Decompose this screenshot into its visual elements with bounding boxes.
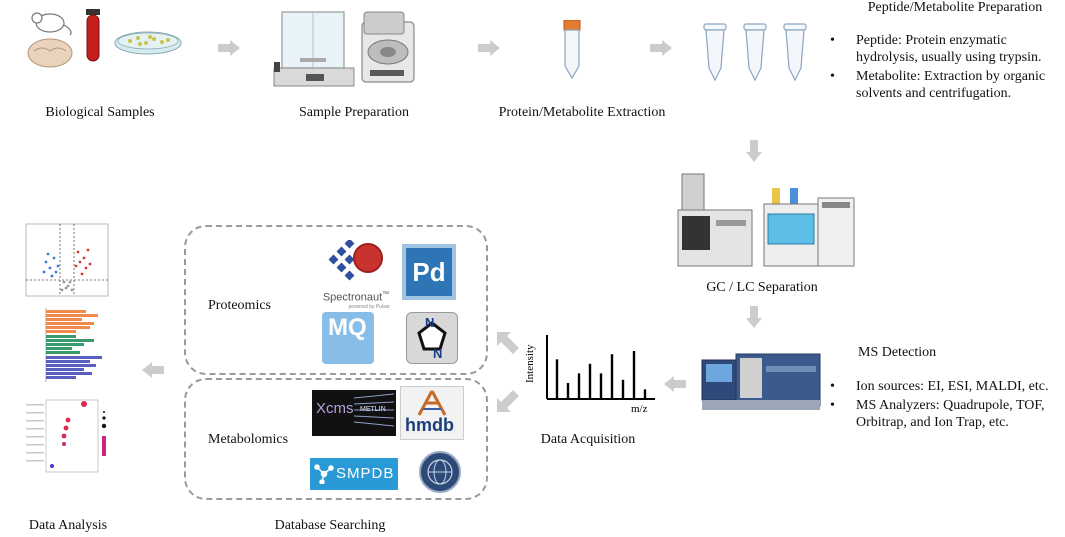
hmdb-text: hmdb <box>405 415 454 435</box>
microtubes-icon <box>703 23 807 82</box>
spectrum-ylabel: Intensity <box>525 344 536 383</box>
go-bars-bp <box>46 310 98 333</box>
xcms-text: Xcms <box>316 400 354 417</box>
maxquant-logo: MQ <box>322 312 374 364</box>
smpdb-text: SMPDB <box>336 465 395 482</box>
prep-panel-title: Peptide/Metabolite Preparation <box>867 0 1043 15</box>
pd-text: Pd <box>406 248 452 296</box>
spectronaut-logo: Spectronaut™ powered by Pulsar <box>316 238 396 310</box>
blood-tube-icon <box>86 9 100 62</box>
mouse-icon <box>31 12 72 36</box>
gc-instrument-icon <box>677 173 753 267</box>
arrow-left-icon <box>664 376 686 392</box>
step-label-ms-detection: MS Detection <box>858 345 937 360</box>
globe-database-logo <box>419 451 461 493</box>
arrow-up-left-icon <box>497 332 519 354</box>
ms-panel-bullets: •Ion sources: EI, ESI, MALDI, etc. •MS A… <box>830 378 1060 433</box>
proteomics-label: Proteomics <box>208 298 271 313</box>
step-label-data-acquisition: Data Acquisition <box>540 432 636 447</box>
spectronaut-subtitle: powered by Pulsar <box>348 303 390 310</box>
mass-spectrometer-illustration <box>701 353 821 410</box>
sample-preparation-illustration <box>273 11 415 87</box>
metlin-stripes-icon <box>354 393 394 427</box>
spectronaut-wordmark: Spectronaut™ <box>316 289 396 304</box>
arrow-left-icon <box>142 362 164 378</box>
step-label-extraction: Protein/Metabolite Extraction <box>498 105 666 120</box>
falcon-tube-icon <box>563 20 581 80</box>
volcano-up-points <box>74 248 92 276</box>
step-label-gc-lc: GC / LC Separation <box>706 280 818 295</box>
hmdb-figure-icon <box>417 390 447 416</box>
hmdb-logo: hmdb <box>400 386 464 440</box>
spectronaut-tm: ™ <box>382 291 390 298</box>
metabolomics-label: Metabolomics <box>208 432 289 447</box>
prep-bullet-text: Metabolite: Extraction by organic solven… <box>856 69 1046 101</box>
ms-bullet-text: MS Analyzers: Quadrupole, TOF, Orbitrap,… <box>856 398 1045 430</box>
go-barchart-thumbnail <box>45 308 102 382</box>
network-icon <box>314 464 334 484</box>
go-bars-mf <box>46 356 102 379</box>
n-letter-top: N <box>425 315 435 330</box>
proteomics-group <box>184 225 488 375</box>
step-label-sample-preparation: Sample Preparation <box>298 105 410 120</box>
volcano-down-points <box>42 252 60 278</box>
imidazole-logo: N N <box>406 312 458 364</box>
arrow-right-icon <box>478 40 500 56</box>
ms-bullet-text: Ion sources: EI, ESI, MALDI, etc. <box>856 379 1049 394</box>
arrow-down-left-icon <box>497 390 519 412</box>
prep-bullet-metabolite: •Metabolite: Extraction by organic solve… <box>830 68 1060 102</box>
centrifuge-icon <box>361 11 415 83</box>
bubble-points <box>50 401 87 468</box>
smpdb-logo: SMPDB <box>310 458 398 490</box>
ms-bullet-ion-sources: •Ion sources: EI, ESI, MALDI, etc. <box>830 379 1049 394</box>
volcano-plot-thumbnail <box>25 223 109 297</box>
proteome-discoverer-logo: Pd <box>402 244 456 300</box>
bubble-plot-thumbnail <box>26 399 107 473</box>
prep-panel-bullets: •Peptide: Protein enzymatic hydrolysis, … <box>830 32 1060 104</box>
step-label-database-searching: Database Searching <box>274 518 386 533</box>
mass-spectrum-plot: Intensity m/z <box>525 335 655 415</box>
step-label-biological-samples: Biological Samples <box>45 105 155 120</box>
biological-samples-illustration <box>27 9 182 68</box>
brain-icon <box>27 38 73 68</box>
prep-bullet-text: Peptide: Protein enzymatic hydrolysis, u… <box>856 33 1042 65</box>
xcms-metlin-logo: Xcms METLIN <box>312 390 396 436</box>
mq-text: MQ <box>328 314 367 341</box>
arrow-down-icon <box>746 306 762 328</box>
lc-instrument-icon <box>763 188 855 267</box>
arrow-right-icon <box>650 40 672 56</box>
arrow-right-icon <box>218 40 240 56</box>
spectronaut-mark-icon <box>328 238 383 281</box>
imidazole-ring-icon <box>417 321 447 351</box>
spectronaut-name: Spectronaut <box>322 291 383 304</box>
prep-bullet-peptide: •Peptide: Protein enzymatic hydrolysis, … <box>830 32 1060 66</box>
spectrum-peaks <box>555 351 647 399</box>
metabolomics-group <box>184 378 488 500</box>
step-label-data-analysis: Data Analysis <box>28 518 108 533</box>
metlin-text: METLIN <box>360 406 386 413</box>
go-bars-cc <box>46 335 94 354</box>
ms-bullet-analyzers: •MS Analyzers: Quadrupole, TOF, Orbitrap… <box>830 397 1060 431</box>
analytical-balance-icon <box>273 11 355 87</box>
petri-dish-icon <box>114 31 182 55</box>
n-letter-bottom: N <box>433 346 443 361</box>
volcano-ns-points <box>60 280 74 292</box>
arrow-down-icon <box>746 140 762 162</box>
gc-lc-instruments-illustration <box>677 173 855 267</box>
spectrum-xlabel: m/z <box>631 403 648 415</box>
